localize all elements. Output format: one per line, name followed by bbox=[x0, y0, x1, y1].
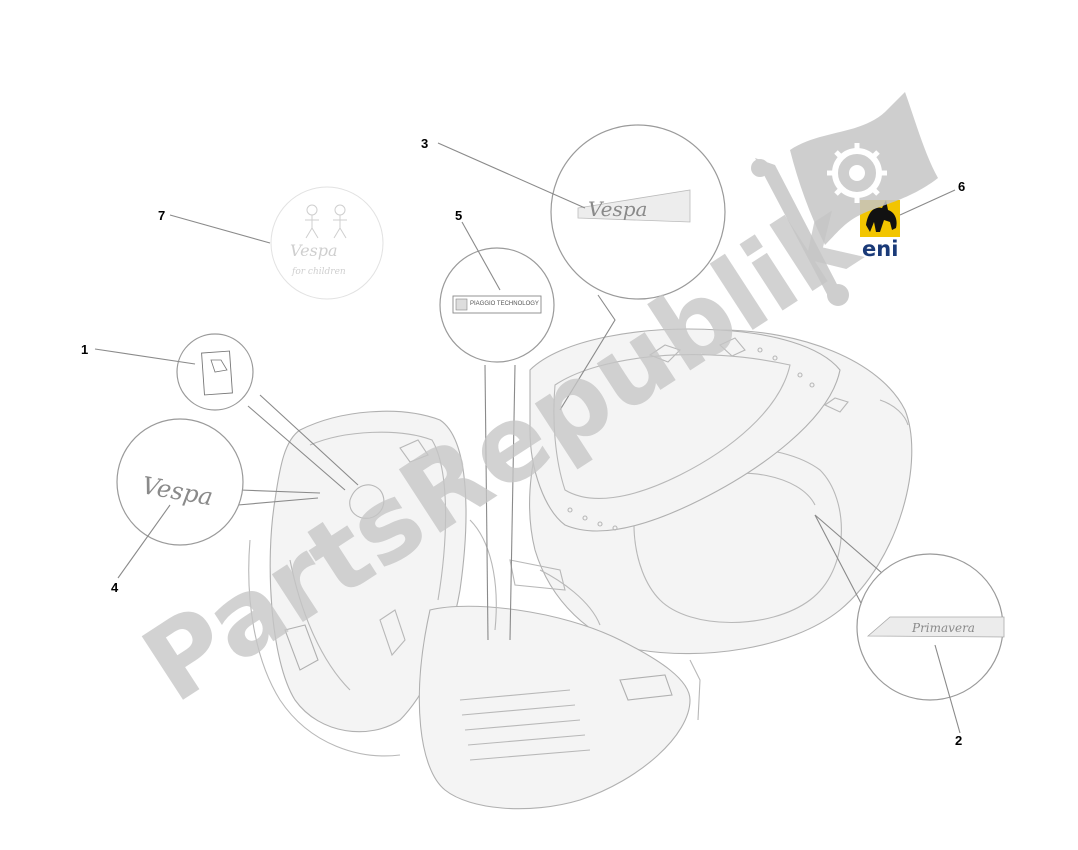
callout-4: 4 bbox=[111, 580, 119, 595]
detail-circle-2: Primavera bbox=[814, 514, 1005, 701]
callout-leaders bbox=[94, 142, 961, 734]
callout-7: 7 bbox=[158, 208, 165, 223]
callout-2: 2 bbox=[955, 733, 962, 748]
scooter-body-drawing bbox=[248, 328, 913, 810]
svg-text:Vespa: Vespa bbox=[290, 241, 338, 260]
detail-circle-5: PIAGGIO TECHNOLOGY bbox=[439, 247, 555, 641]
eni-logo-text: eni bbox=[862, 237, 898, 261]
svg-text:for children: for children bbox=[291, 267, 346, 277]
vespa-script-emblem-3: Vespa bbox=[577, 189, 691, 223]
watermark-logo-icon bbox=[751, 92, 938, 306]
callout-6: 6 bbox=[958, 179, 965, 194]
callout-1: 1 bbox=[81, 342, 88, 357]
svg-text:Primavera: Primavera bbox=[911, 621, 975, 635]
piaggio-badge bbox=[201, 350, 233, 396]
detail-circle-7: Vespa for children bbox=[270, 186, 384, 300]
svg-text:Vespa: Vespa bbox=[588, 197, 647, 221]
detail-circle-3: Vespa bbox=[550, 124, 726, 411]
callout-5: 5 bbox=[455, 208, 462, 223]
callout-3: 3 bbox=[421, 136, 428, 151]
piaggio-plate-label: PIAGGIO TECHNOLOGY bbox=[470, 301, 539, 307]
piaggio-technology-plate: PIAGGIO TECHNOLOGY bbox=[452, 295, 542, 314]
detail-circle-1 bbox=[176, 333, 359, 491]
detail-circle-4: Vespa bbox=[116, 418, 321, 546]
primavera-badge: Primavera bbox=[866, 616, 1005, 638]
